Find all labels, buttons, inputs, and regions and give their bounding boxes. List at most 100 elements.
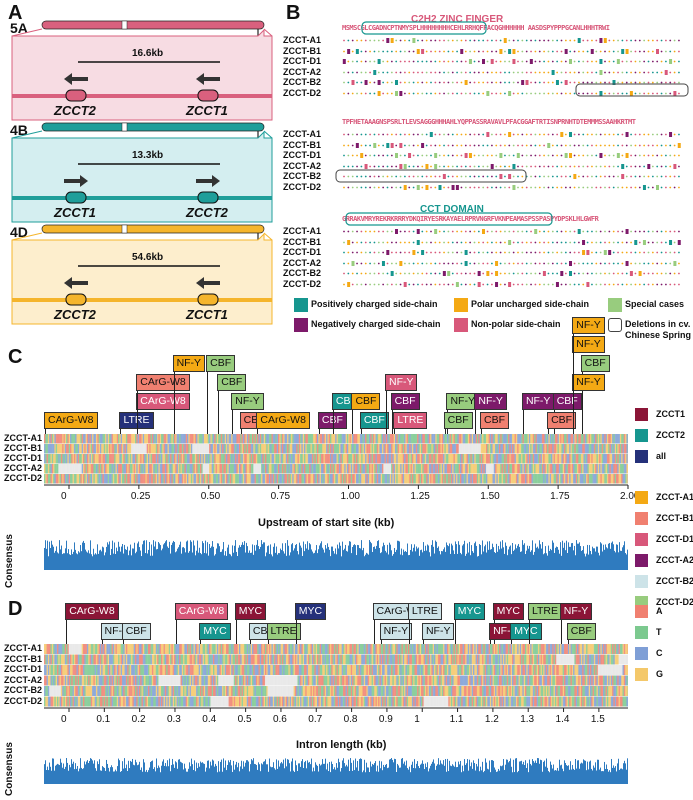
alignment-cell <box>352 464 354 474</box>
identity-dot <box>651 133 654 136</box>
alignment-cell <box>125 474 128 484</box>
identity-dot <box>521 144 524 146</box>
alignment-cell <box>385 454 388 464</box>
alignment-cell <box>267 434 270 444</box>
identity-dot <box>425 71 428 73</box>
alignment-cell <box>356 434 358 444</box>
substitution-mark <box>573 174 577 179</box>
alignment-cell <box>604 644 606 654</box>
identity-dot <box>504 186 506 188</box>
alignment-cell <box>584 474 587 484</box>
motif-tag: LTRE <box>119 412 154 429</box>
alignment-cell <box>518 454 521 464</box>
identity-dot <box>408 272 411 275</box>
alignment-cell <box>417 444 419 454</box>
alignment-cell <box>332 444 335 454</box>
identity-dot <box>395 71 398 73</box>
identity-dot <box>660 251 663 254</box>
alignment-cell <box>172 464 175 474</box>
alignment-cell <box>363 444 366 454</box>
alignment-cell <box>587 444 589 454</box>
alignment-cell <box>584 444 587 454</box>
alignment-cell <box>479 434 482 444</box>
alignment-cell <box>522 434 524 444</box>
identity-dot <box>578 175 580 178</box>
zoom-guide-right <box>263 130 273 139</box>
alignment-cell <box>272 434 275 444</box>
alignment-cell <box>270 444 272 454</box>
alignment-cell <box>367 464 370 474</box>
alignment-cell <box>495 454 497 464</box>
alignment-cell <box>272 474 275 484</box>
identity-dot <box>538 50 541 52</box>
consensus-bar <box>73 551 74 570</box>
consensus-bar <box>175 552 176 570</box>
alignment-row <box>342 59 680 64</box>
alignment-cell <box>541 464 544 474</box>
x-tick-label: 1.75 <box>550 491 570 502</box>
identity-dot <box>595 39 598 42</box>
alignment-cell <box>322 444 324 454</box>
identity-dot <box>534 60 537 63</box>
alignment-cell <box>211 444 214 454</box>
consensus-bar <box>126 549 127 570</box>
alignment-cell <box>592 464 595 474</box>
identity-dot <box>482 133 485 136</box>
alignment-cell <box>454 454 457 464</box>
identity-dot <box>599 133 602 136</box>
alignment-cell <box>358 434 361 444</box>
identity-dot <box>399 50 402 52</box>
identity-dot <box>377 230 380 233</box>
substitution-mark <box>416 184 420 190</box>
identity-dot <box>417 262 419 264</box>
identity-dot <box>569 71 572 73</box>
alignment-cell <box>276 474 279 484</box>
alignment-cell <box>249 464 251 474</box>
alignment-cell <box>116 434 119 444</box>
identity-dot <box>534 92 537 94</box>
identity-dot <box>560 251 563 254</box>
consensus-bar <box>428 545 429 570</box>
alignment-cell <box>149 454 151 464</box>
alignment-cell <box>525 454 527 464</box>
alignment-cell <box>557 444 560 454</box>
alignment-cell <box>344 474 346 484</box>
consensus-bar <box>61 545 62 570</box>
identity-dot <box>669 81 672 84</box>
alignment-cell <box>213 434 215 444</box>
alignment-cell <box>500 644 502 654</box>
identity-dot <box>660 272 663 275</box>
consensus-bar <box>273 546 274 570</box>
consensus-bar <box>527 545 528 570</box>
alignment-cell <box>101 474 103 484</box>
alignment-cell <box>79 464 81 474</box>
alignment-cell <box>64 644 67 654</box>
alignment-cell <box>380 644 383 654</box>
identity-dot <box>343 283 345 285</box>
alignment-cell <box>414 644 417 654</box>
alignment-cell <box>132 654 134 665</box>
consensus-bar <box>355 545 356 570</box>
alignment-cell <box>272 644 275 654</box>
identity-dot <box>617 71 619 73</box>
alignment-cell <box>361 454 363 464</box>
alignment-cell <box>211 434 214 444</box>
alignment-cell <box>332 474 335 484</box>
alignment-cell <box>284 454 287 464</box>
alignment-cell <box>99 654 102 665</box>
alignment-cell <box>190 474 193 484</box>
identity-dot <box>665 133 667 136</box>
consensus-bar <box>75 549 76 570</box>
alignment-cell <box>190 464 193 474</box>
alignment-cell <box>413 434 415 444</box>
alignment-cell <box>354 434 357 444</box>
alignment-cell <box>265 464 267 474</box>
consensus-bar <box>521 551 522 570</box>
identity-dot <box>569 144 572 146</box>
alignment-cell <box>626 464 628 474</box>
alignment-cell <box>612 454 614 464</box>
identity-dot <box>595 154 598 157</box>
identity-dot <box>464 241 467 243</box>
alignment-cell <box>525 444 527 454</box>
alignment-cell <box>497 434 500 444</box>
